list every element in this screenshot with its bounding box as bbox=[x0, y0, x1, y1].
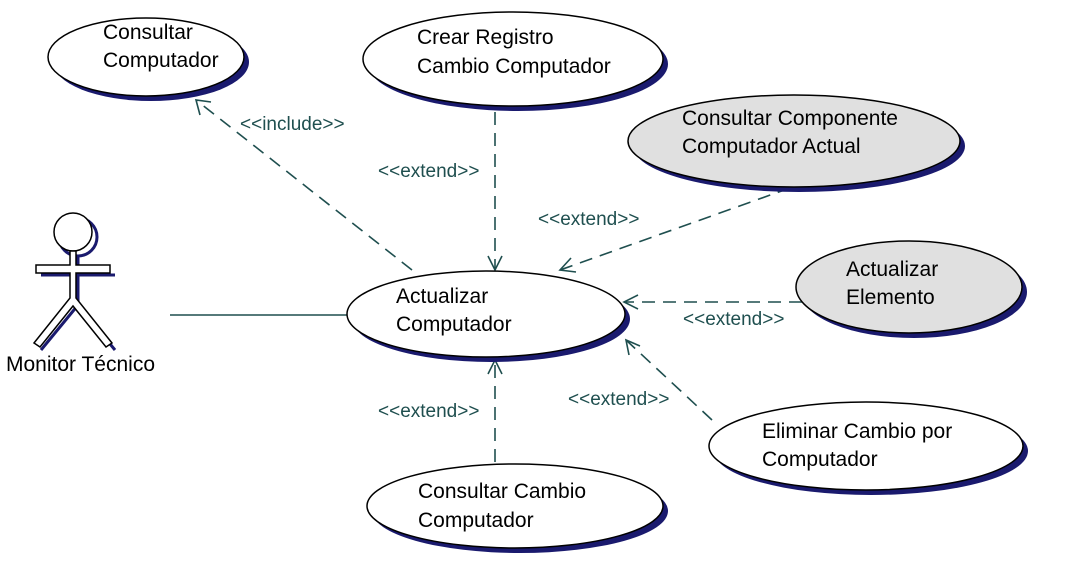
actor-monitor-tecnico[interactable]: Monitor Técnico bbox=[6, 212, 155, 376]
use-case-consultar-cambio[interactable]: Consultar Cambio Computador bbox=[366, 463, 668, 553]
use-case-label-line1: Crear Registro bbox=[417, 26, 554, 49]
use-case-label-line1: Actualizar bbox=[846, 258, 938, 281]
use-case-label-line1: Consultar bbox=[103, 21, 193, 44]
extend-label-cambio: <<extend>> bbox=[378, 401, 479, 422]
use-case-label-line2: Cambio Computador bbox=[417, 55, 611, 78]
use-case-label-line1: Actualizar bbox=[396, 285, 488, 308]
extend-label-crear: <<extend>> bbox=[378, 161, 479, 182]
use-case-consultar-computador[interactable]: Consultar Computador bbox=[47, 17, 249, 101]
use-case-label-line1: Consultar Componente bbox=[682, 107, 898, 130]
use-case-actualizar-elemento[interactable]: Actualizar Elemento bbox=[795, 240, 1027, 338]
include-consultar-computador bbox=[194, 99, 413, 271]
use-case-actualizar-computador[interactable]: Actualizar Computador bbox=[346, 270, 630, 362]
use-case-label-line2: Computador bbox=[103, 49, 219, 72]
extend-crear-registro bbox=[487, 112, 503, 272]
extend-actualizar-elemento bbox=[622, 294, 802, 310]
use-case-eliminar-cambio[interactable]: Eliminar Cambio por Computador bbox=[708, 401, 1028, 495]
extend-label-eliminar: <<extend>> bbox=[568, 389, 669, 410]
extend-consultar-componente bbox=[558, 187, 791, 273]
extend-consultar-cambio bbox=[487, 358, 503, 462]
use-case-label-line2: Elemento bbox=[846, 286, 935, 309]
extend-label-elemento: <<extend>> bbox=[683, 309, 784, 330]
extend-label-componente: <<extend>> bbox=[538, 209, 639, 230]
use-case-label-line2: Computador bbox=[396, 313, 512, 336]
actor-figure bbox=[32, 212, 114, 349]
include-label: <<include>> bbox=[240, 114, 345, 135]
use-case-label-line2: Computador bbox=[418, 509, 534, 532]
use-case-consultar-componente[interactable]: Consultar Componente Computador Actual bbox=[627, 94, 965, 192]
actor-label: Monitor Técnico bbox=[6, 353, 155, 376]
extend-eliminar-cambio bbox=[624, 338, 713, 421]
use-case-label-line1: Eliminar Cambio por bbox=[762, 420, 952, 443]
use-case-label-line1: Consultar Cambio bbox=[418, 480, 586, 503]
use-case-crear-registro[interactable]: Crear Registro Cambio Computador bbox=[362, 11, 668, 111]
use-case-label-line2: Computador Actual bbox=[682, 135, 861, 158]
use-case-label-line2: Computador bbox=[762, 448, 878, 471]
